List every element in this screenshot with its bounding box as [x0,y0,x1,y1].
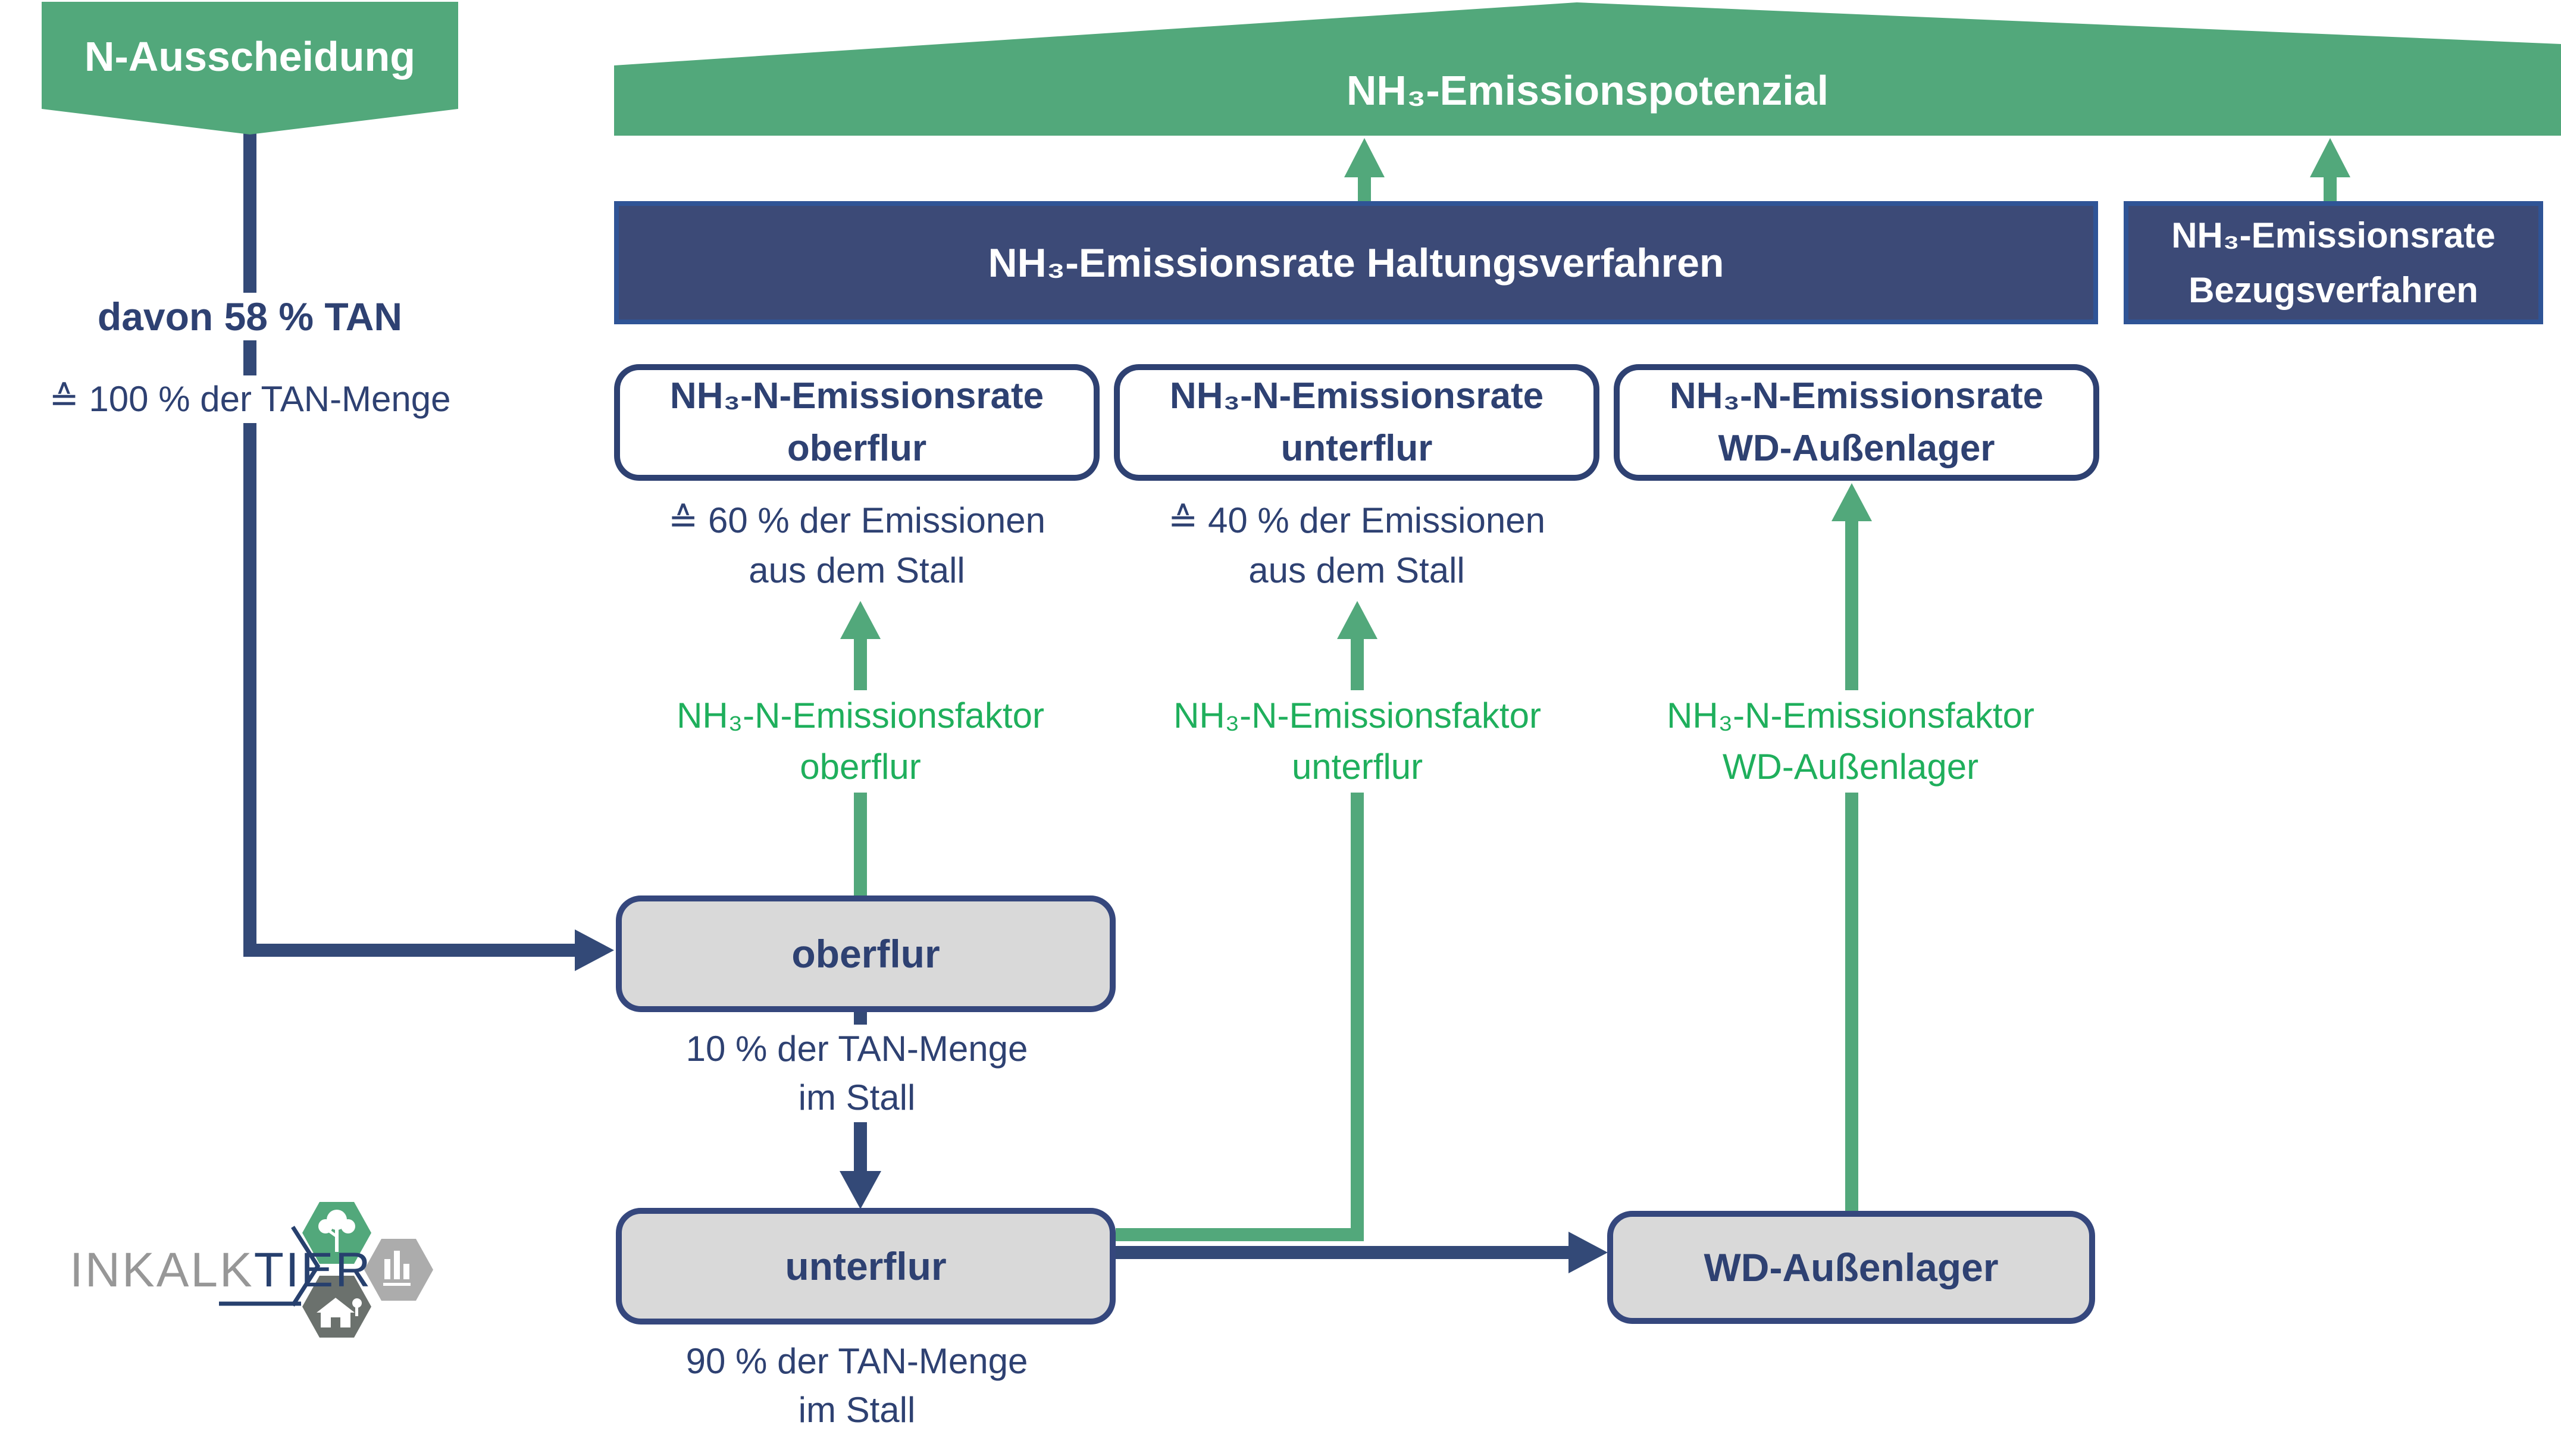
faktor-label-wd-line2: WD-Außenlager [1722,747,1979,787]
bar-2 [394,1251,400,1279]
logo-text-inkalk: INKALK [70,1243,254,1297]
arrow-oberflur-to-unterflur-head [840,1171,881,1209]
tree-canopy-right [341,1219,355,1233]
bezug-box-line2: Bezugsverfahren [2189,270,2478,310]
tree-branch [327,1229,338,1238]
rate-box-wd: NH₃-N-Emissionsrate WD-Außenlager [1614,364,2099,481]
faktor-label-oberflur: NH₃-N-Emissionsfaktor oberflur [655,690,1066,793]
process-box-unterflur-label: unterflur [785,1244,947,1288]
logo-hexagon-tree-icon [302,1202,371,1264]
rate-note-oberflur-line1: ≙ 60 % der Emissionen [668,500,1045,540]
rate-box-wd-line2: WD-Außenlager [1718,428,1995,469]
logo-chevron-icon [291,1226,321,1307]
bar-3 [403,1264,409,1279]
process-note-oberflur-line2: im Stall [798,1078,916,1117]
arrow-faktor-wd-head [1831,483,1872,521]
bezug-box-line1: NH₃-Emissionsrate [2171,215,2496,255]
process-box-unterflur: unterflur [616,1208,1116,1325]
process-box-oberflur: oberflur [616,895,1116,1012]
process-note-unterflur-line2: im Stall [798,1390,916,1430]
barn-tree-top [352,1298,362,1308]
rate-box-oberflur-line1: NH₃-N-Emissionsrate [669,375,1044,417]
rate-note-unterflur-line1: ≙ 40 % der Emissionen [1168,500,1545,540]
barn-tree-trunk [355,1307,358,1316]
tan-note-line2: ≙ 100 % der TAN-Menge [18,375,482,423]
n-ausscheidung-label: N-Ausscheidung [84,33,416,80]
rate-note-oberflur-line2: aus dem Stall [749,550,965,590]
process-note-unterflur: 90 % der TAN-Menge im Stall [672,1337,1041,1435]
rate-box-oberflur: NH₃-N-Emissionsrate oberflur [614,364,1100,481]
faktor-label-oberflur-line2: oberflur [800,747,921,787]
arrow-haltung-to-potenzial-head [1344,138,1385,177]
logo-hexagon-barn-icon [302,1276,371,1338]
arrow-faktor-unterflur-head [1337,601,1377,639]
haltung-banner-label: NH₃-Emissionsrate Haltungsverfahren [988,240,1724,286]
rate-note-unterflur: ≙ 40 % der Emissionen aus dem Stall [1154,496,1559,596]
arrow-faktor-oberflur-head [840,601,881,639]
bar-underline [383,1283,411,1286]
faktor-label-unterflur-line1: NH₃-N-Emissionsfaktor [1173,696,1541,735]
rate-box-oberflur-line2: oberflur [787,428,927,469]
rate-box-unterflur-line2: unterflur [1280,428,1433,469]
bezug-box: NH₃-Emissionsrate Bezugsverfahren [2124,201,2543,324]
rate-box-unterflur: NH₃-N-Emissionsrate unterflur [1114,364,1599,481]
faktor-label-oberflur-line1: NH₃-N-Emissionsfaktor [677,696,1044,735]
arrow-nausscheidung-to-oberflur-head [575,929,614,971]
process-box-wd-label: WD-Außenlager [1704,1245,1999,1289]
logo-hexagon-chart-icon [364,1239,433,1301]
process-note-unterflur-line1: 90 % der TAN-Menge [685,1341,1028,1381]
arrow-faktor-unterflur-line [1116,638,1364,1241]
inkalk-tier-logo: INKALKTIER [70,1245,372,1295]
barn-roof [317,1298,355,1313]
faktor-label-wd: NH₃-N-Emissionsfaktor WD-Außenlager [1645,690,2056,793]
barn-door [331,1317,340,1327]
potenzial-banner-label: NH₃-Emissionspotenzial [1346,67,1829,114]
faktor-label-wd-line1: NH₃-N-Emissionsfaktor [1667,696,2034,735]
arrow-bezug-to-potenzial-head [2310,138,2350,177]
process-note-oberflur: 10 % der TAN-Menge im Stall [672,1025,1041,1122]
process-box-wd: WD-Außenlager [1607,1211,2095,1324]
rate-note-oberflur: ≙ 60 % der Emissionen aus dem Stall [655,496,1059,596]
rate-box-wd-line1: NH₃-N-Emissionsrate [1669,375,2044,417]
arrow-nausscheidung-to-oberflur-line [243,132,578,957]
tree-trunk [335,1225,339,1252]
process-note-oberflur-line1: 10 % der TAN-Menge [685,1029,1028,1069]
process-box-oberflur-label: oberflur [791,932,940,976]
n-ausscheidung-banner-shape [42,2,458,134]
tan-note-line1: davon 58 % TAN [71,293,428,340]
arrow-unterflur-to-wd-head [1568,1232,1608,1273]
haltung-banner: NH₃-Emissionsrate Haltungsverfahren [614,201,2098,324]
rate-note-unterflur-line2: aus dem Stall [1248,550,1465,590]
potenzial-banner-shape [614,2,2561,136]
rate-box-unterflur-line1: NH₃-N-Emissionsrate [1169,375,1544,417]
faktor-label-unterflur-line2: unterflur [1291,747,1423,787]
faktor-label-unterflur: NH₃-N-Emissionsfaktor unterflur [1152,690,1563,793]
bar-1 [384,1259,390,1279]
logo-text-tier: TIER [253,1243,372,1297]
